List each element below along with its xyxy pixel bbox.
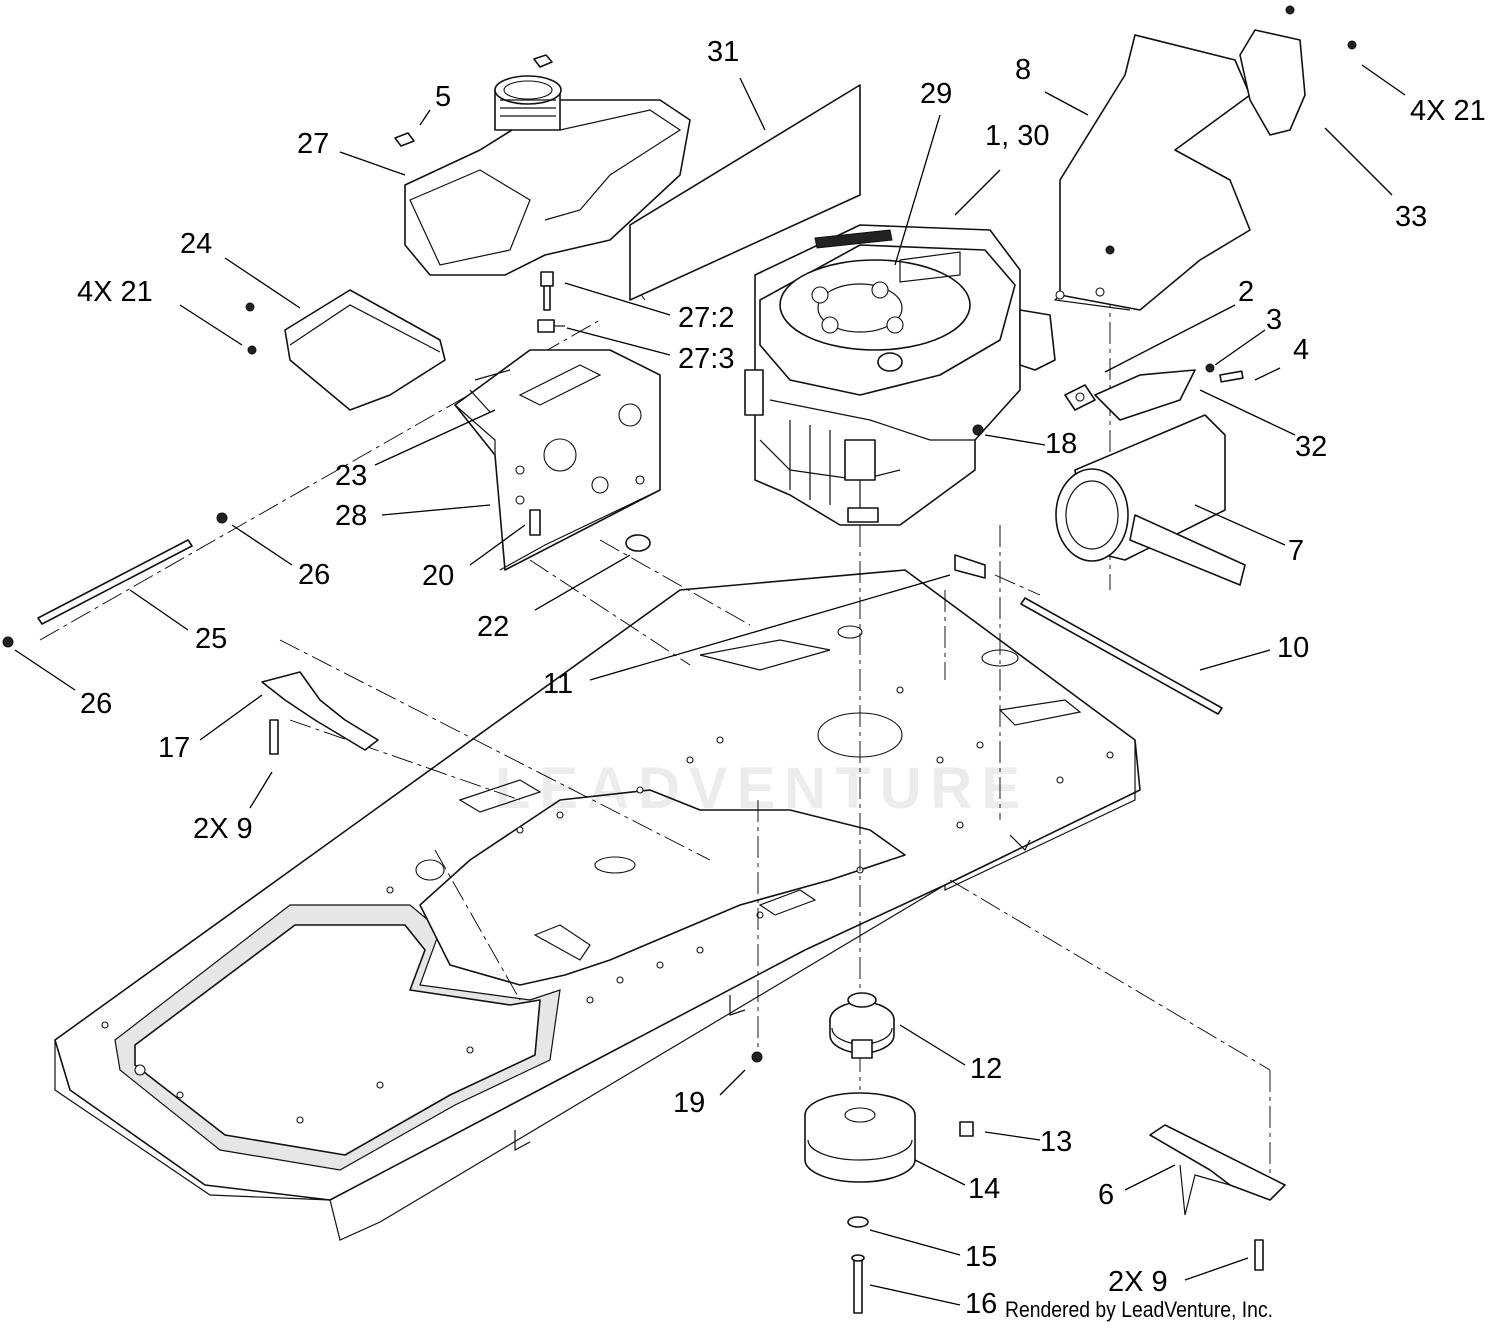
callout-17: 17 (158, 732, 191, 764)
pulley-12 (829, 992, 895, 1059)
bracket-6 (751, 1051, 1286, 1271)
callout-31: 31 (707, 36, 740, 68)
fuel-fitting (537, 271, 565, 333)
callout-2x9-right: 2X 9 (1108, 1266, 1168, 1298)
plate-33 (1239, 5, 1357, 136)
callout-15: 15 (965, 1241, 998, 1273)
bracket-17 (261, 671, 379, 755)
callout-27-3: 27:3 (678, 343, 735, 375)
leader-lines (14, 64, 1406, 1306)
render-credit: Rendered by LeadVenture, Inc. (1005, 1297, 1274, 1322)
callout-19: 19 (673, 1087, 706, 1119)
fitting-11 (954, 554, 986, 579)
callout-13: 13 (1040, 1126, 1073, 1158)
callout-6: 6 (1098, 1179, 1115, 1211)
callout-4x21-left: 4X 21 (77, 276, 153, 308)
cap-5 (394, 54, 553, 147)
callout-2: 2 (1238, 276, 1255, 308)
bracket-32 (1094, 363, 1244, 421)
callout-5: 5 (435, 81, 452, 113)
rod-10 (1020, 597, 1223, 715)
callout-29: 29 (920, 78, 953, 110)
callout-14: 14 (968, 1173, 1001, 1205)
heat-shield-24 (245, 289, 446, 411)
shield-8 (1053, 34, 1251, 311)
bracket-28 (454, 349, 661, 571)
callout-25: 25 (195, 623, 228, 655)
callout-28: 28 (335, 500, 368, 532)
callout-16: 16 (965, 1288, 998, 1320)
callout-7: 7 (1288, 535, 1305, 567)
callout-8: 8 (1015, 54, 1032, 86)
callout-1-30: 1, 30 (985, 120, 1050, 152)
callout-22: 22 (477, 611, 510, 643)
callout-12: 12 (970, 1053, 1003, 1085)
chassis-frame (54, 569, 1141, 1241)
callout-20: 20 (422, 560, 455, 592)
callout-4: 4 (1293, 334, 1310, 366)
fuel-tank-27 (404, 75, 691, 276)
muffler-7 (1055, 414, 1246, 586)
callout-26-upper: 26 (298, 559, 331, 591)
callout-33: 33 (1395, 201, 1428, 233)
callout-11: 11 (543, 668, 574, 700)
gasket-2 (1064, 384, 1096, 411)
callout-18: 18 (1045, 428, 1078, 460)
callout-10: 10 (1277, 632, 1310, 664)
callout-3: 3 (1266, 304, 1283, 336)
callout-24: 24 (180, 228, 213, 260)
clutch-14 (804, 1092, 974, 1314)
callout-4x21-right: 4X 21 (1410, 95, 1486, 127)
callout-2x9-left: 2X 9 (193, 813, 253, 845)
decal-31 (629, 84, 861, 301)
watermark-text: LEADVENTURE (495, 756, 1030, 821)
rod-25 (2, 512, 228, 648)
engine-1-30 (744, 224, 1056, 526)
callout-27: 27 (297, 128, 330, 160)
callout-27-2: 27:2 (678, 302, 735, 334)
callout-23: 23 (335, 460, 368, 492)
alignment-lines (39, 250, 1271, 1180)
callout-32: 32 (1295, 431, 1328, 463)
callout-26-lower: 26 (80, 688, 113, 720)
